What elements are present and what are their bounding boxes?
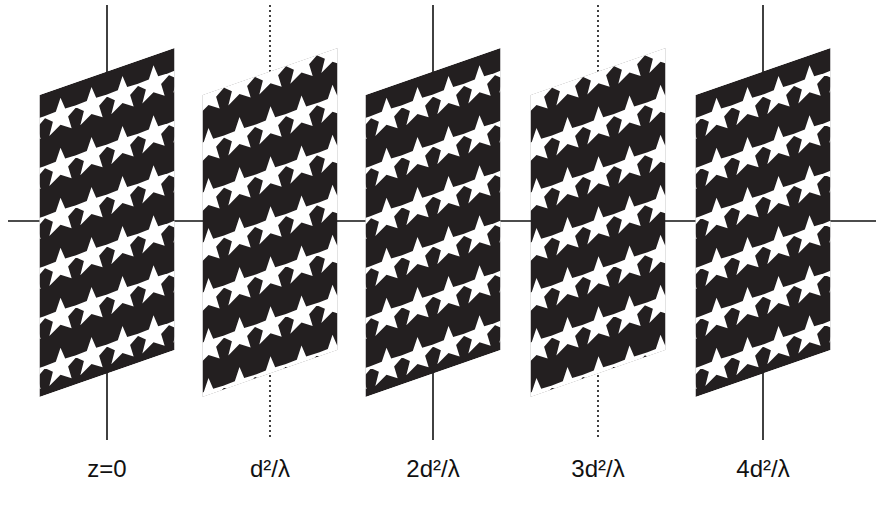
axis-label: 4d²/λ xyxy=(736,456,789,482)
axis-label: 3d²/λ xyxy=(571,456,624,482)
grating-plane xyxy=(518,28,678,418)
axis-label: d²/λ xyxy=(250,456,290,482)
grating-plane xyxy=(190,28,350,418)
grating-plane xyxy=(667,0,858,407)
grating-plane xyxy=(11,0,202,407)
grating-plane xyxy=(337,0,528,407)
axis-label: z=0 xyxy=(87,456,126,482)
axis-label: 2d²/λ xyxy=(406,456,459,482)
